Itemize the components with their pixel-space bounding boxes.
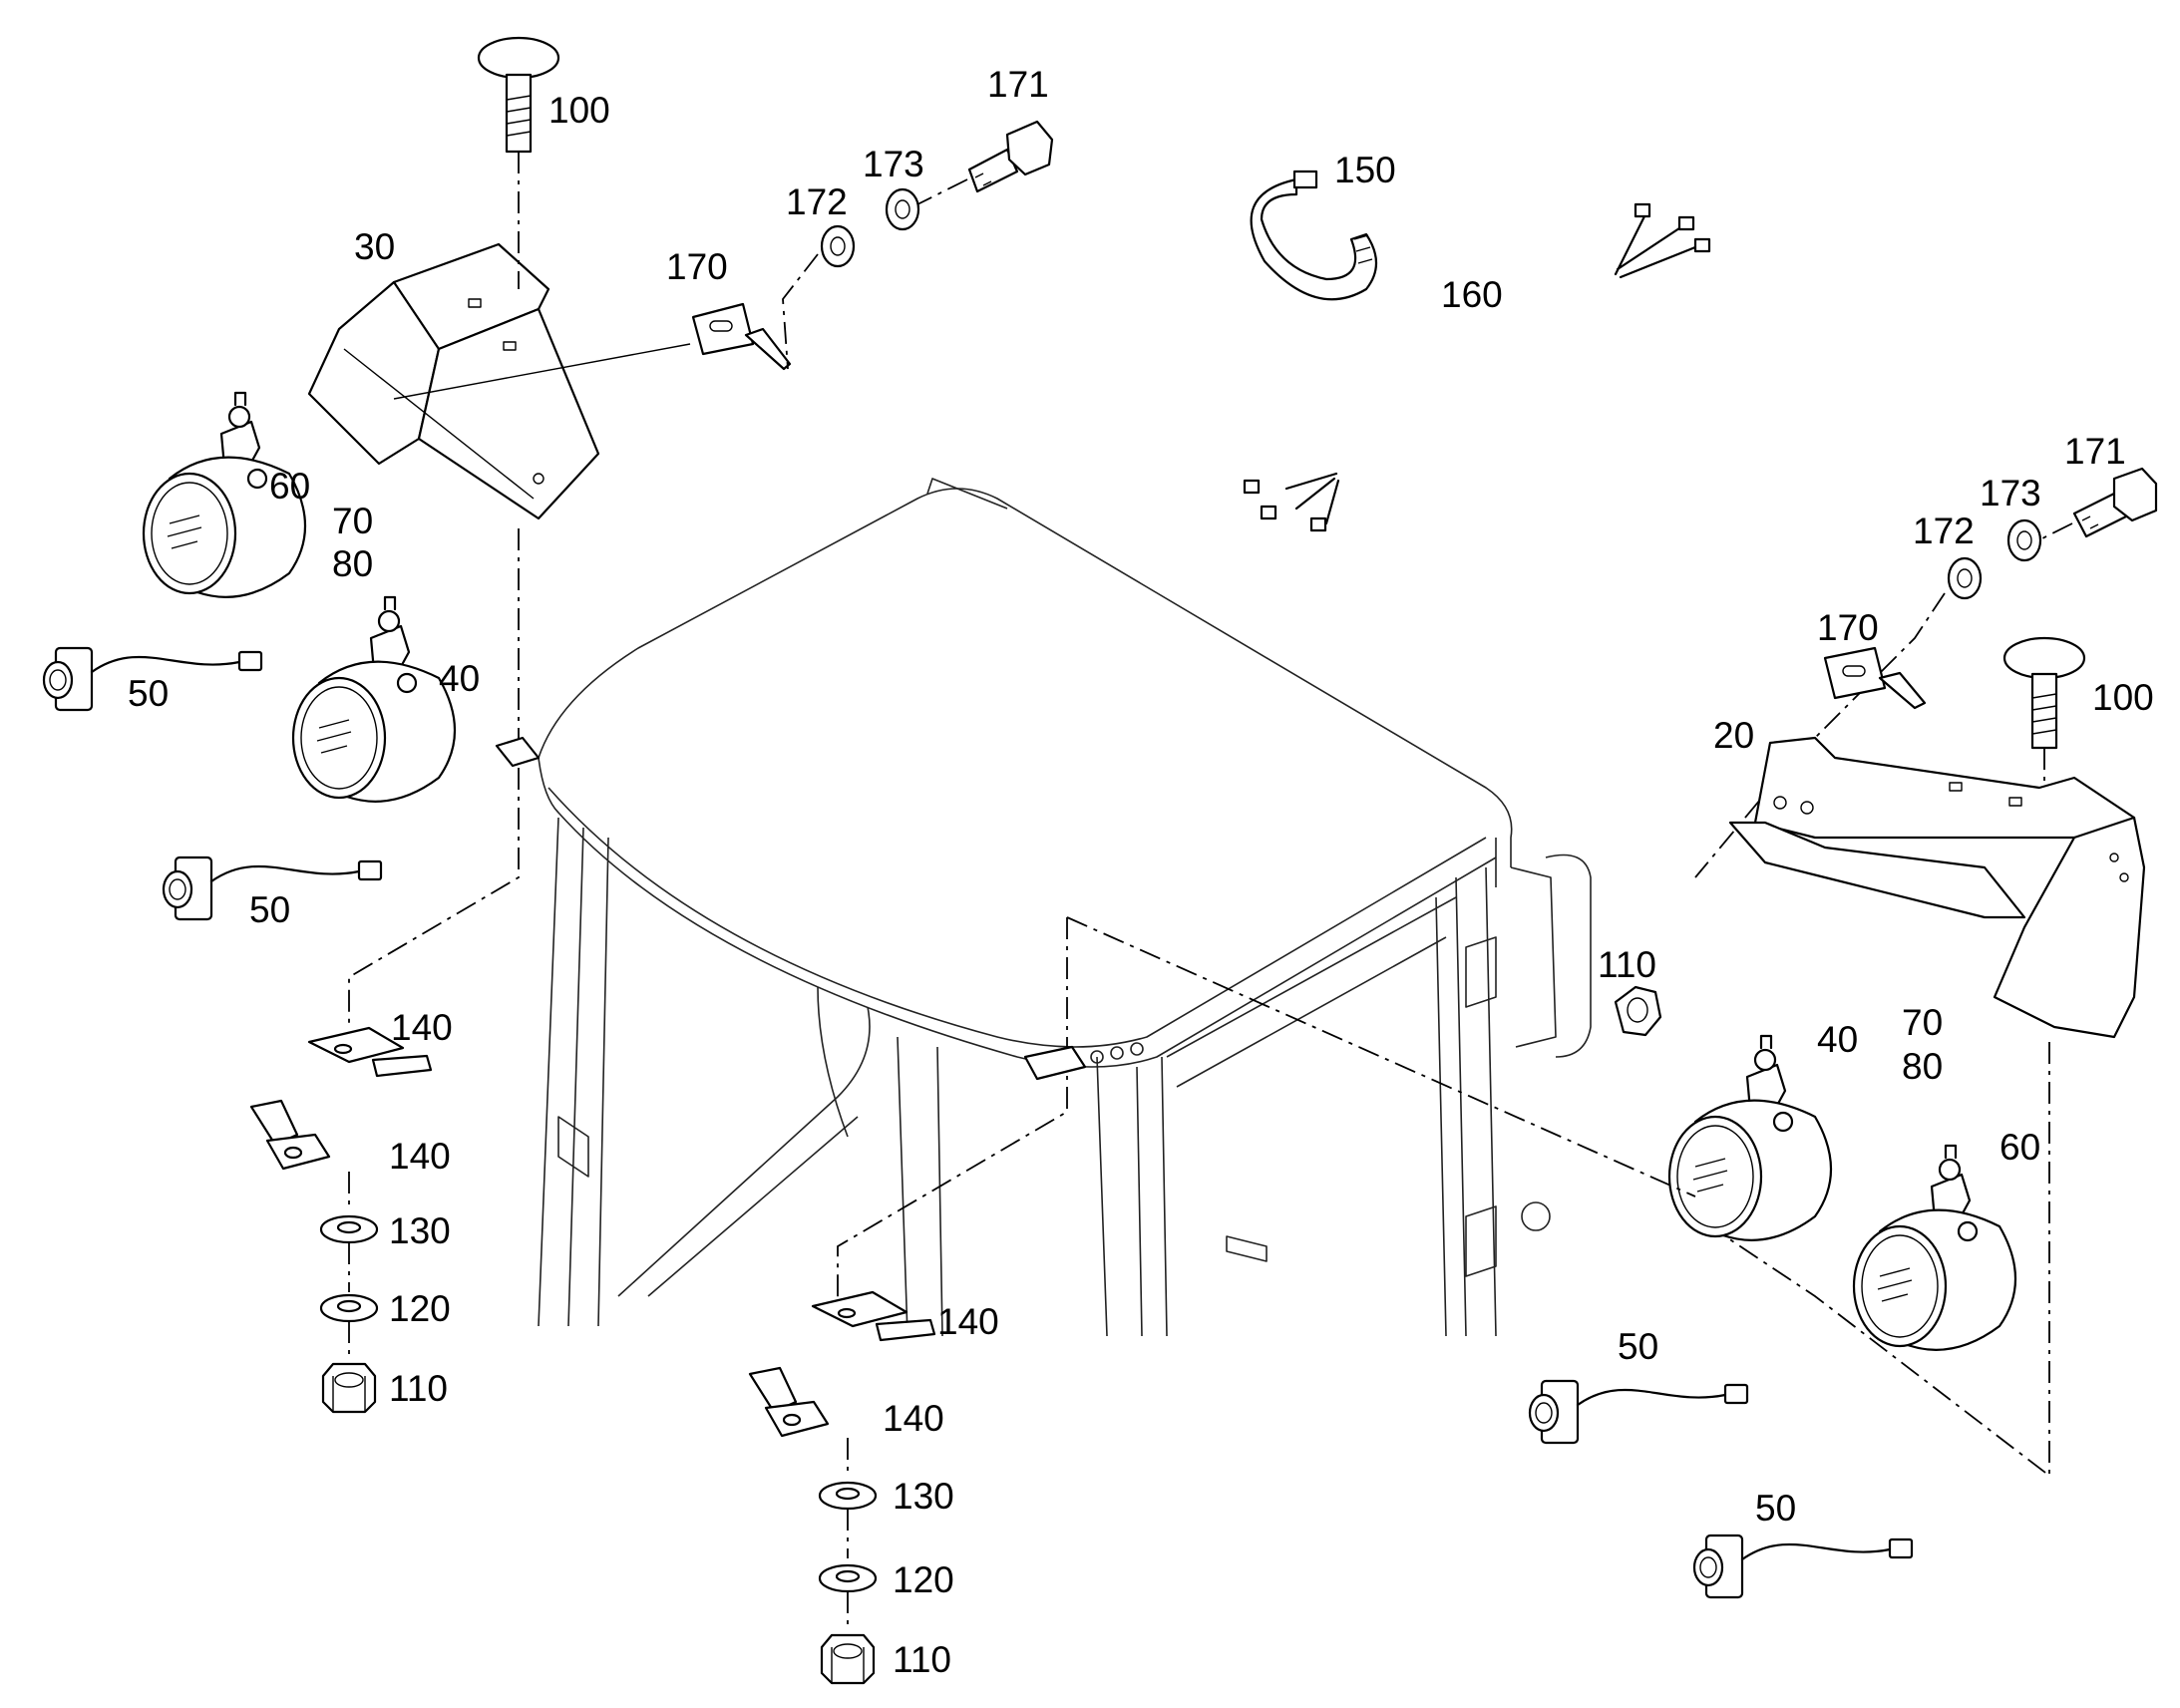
label-173-right: 173 [1980,473,2041,513]
label-50-d: 50 [1755,1488,1796,1529]
label-170-left: 170 [666,246,728,287]
label-140-b: 140 [389,1136,451,1177]
label-171-right: 171 [2064,431,2126,472]
label-100-right: 100 [2092,677,2154,718]
fastener-stack-left [249,528,541,1414]
label-100-left: 100 [548,90,610,131]
label-50-b: 50 [249,889,290,930]
plate-170-right [1823,646,1927,710]
plate-170-left [393,302,792,400]
nut-110-right [1614,985,1662,1037]
carriage-bolt-100-left [477,36,560,289]
label-70-right: 70 [1902,1002,1943,1043]
label-40-right: 40 [1817,1019,1858,1060]
label-50-c: 50 [1618,1326,1658,1367]
bulb-harness-50-d [1692,1534,1914,1599]
label-20: 20 [1713,715,1754,756]
label-40-left: 40 [439,658,480,699]
label-172-right: 172 [1913,511,1975,551]
label-172-left: 172 [786,181,848,222]
fasteners-171-173-172-right [1694,467,2158,878]
cable-tie-150 [1250,170,1378,301]
label-120-left: 120 [389,1288,451,1329]
fastener-stack-middle [748,916,1696,1685]
label-30: 30 [354,226,395,267]
label-110-left: 110 [389,1368,448,1409]
work-lamp-40-right [1667,1034,1833,1241]
label-110-right: 110 [1598,944,1656,985]
label-150: 150 [1334,150,1396,190]
label-80-left: 80 [332,543,373,584]
fasteners-171-173-172-left [782,120,1054,370]
label-120-middle: 120 [893,1559,954,1600]
work-lamp-60-right [1852,1144,2017,1351]
bulb-harness-50-c [1528,1379,1749,1445]
label-160: 160 [1441,274,1503,315]
label-50-a: 50 [128,673,169,714]
label-60-left: 60 [269,466,310,507]
label-70-left: 70 [332,501,373,541]
bracket-20 [1694,736,2146,1478]
label-170-right: 170 [1817,607,1879,648]
label-60-right: 60 [1999,1127,2040,1168]
label-130-middle: 130 [893,1476,954,1517]
label-140-a: 140 [391,1007,453,1048]
label-173-left: 173 [863,144,924,184]
work-lamp-40-left [291,595,457,803]
part-labels: 100 171 173 172 170 30 60 70 80 40 50 50… [128,64,2154,1680]
label-130-left: 130 [389,1210,451,1251]
label-80-right: 80 [1902,1046,1943,1087]
label-140-d: 140 [883,1398,944,1439]
label-110-middle: 110 [893,1639,951,1680]
cab-frame [538,478,1592,1337]
carriage-bolt-100-right [2002,636,2086,783]
label-171-left: 171 [987,64,1049,105]
label-140-c: 140 [937,1301,999,1342]
wiring-harness-160 [1243,202,1711,532]
bracket-30 [307,242,600,520]
